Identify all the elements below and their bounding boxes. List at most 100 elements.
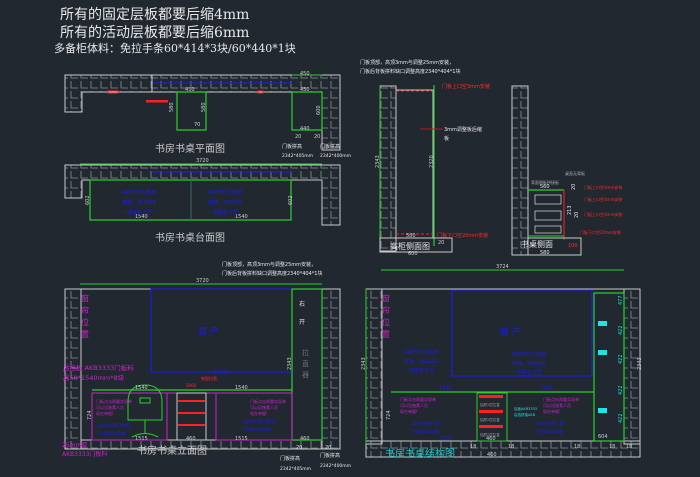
desk-side-plinth <box>527 237 582 256</box>
struct-drawer-red-2 <box>479 410 503 413</box>
desk-dim-580: 580 <box>540 250 550 256</box>
elev-drawer-note-1: 10mm厚门板料 <box>98 422 131 429</box>
tall-top-note-2: 门板后背板拼料缺口调整高度2340*404*1块 <box>360 68 460 75</box>
chair-icon <box>127 384 163 438</box>
top-dim-602b: 602 <box>288 195 294 205</box>
elev-drawer-red-2 <box>178 412 205 414</box>
top-left-note-2: 拼接，无LOGO <box>122 199 156 206</box>
desk-note-1: 背面侧板拼接板 <box>531 179 559 185</box>
elev-dim-1515b: 1515 <box>235 436 248 442</box>
desk-note-4: 门板上口空3mm安装 <box>584 211 622 217</box>
struct-window <box>451 289 593 377</box>
struct-dim-18c: 18 <box>574 444 580 450</box>
struct-left-note-2: 拼接，无LOGO <box>404 358 438 365</box>
tall-dim-2343: 2343 <box>375 155 381 168</box>
struct-drawer-red-3 <box>479 425 503 428</box>
plan-dim-20b: 20 <box>314 134 320 140</box>
plan-dim-600: 600 <box>316 105 322 115</box>
tall-side-wall <box>379 85 397 252</box>
elev-curtain-2: 帘 <box>81 305 89 315</box>
elev-door-size-2: 2342*400mm <box>320 463 351 469</box>
elev-dim-1515a: 1515 <box>135 436 148 442</box>
desk-dim-20: 20 <box>571 184 577 190</box>
plan-drawer-unit <box>176 91 207 131</box>
desk-note-3: 门板上口空3mm安装 <box>584 196 622 202</box>
elev-drawer-note-5: 3060 <box>186 383 197 388</box>
tall-dim-20: 20 <box>438 240 444 246</box>
struct-cabinet-note-1: 门板点击两重实现单 <box>400 396 436 402</box>
struct-drawer-unit <box>476 392 508 442</box>
plan-door-label-2: 门板拼高 <box>320 143 340 150</box>
elev-dim-2090: 2090 <box>214 370 227 376</box>
elev-dim-20a: 20 <box>296 445 302 451</box>
top-dim-1540b: 1540 <box>235 214 248 220</box>
desk-drawer-2 <box>534 210 562 221</box>
elev-dim-724: 724 <box>87 410 93 420</box>
elev-dim-20b: 20 <box>325 445 331 451</box>
plan-dim-580a: 580 <box>169 102 175 112</box>
elevation-view: 门板顶部，高顶3mm与调整25mm安装， 门板后背板拼料缺口调整高度2340*4… <box>62 261 351 472</box>
tall-side-body <box>395 89 434 239</box>
struct-dim-422a: 422 <box>618 325 624 335</box>
elev-side-label-straightener: 拉 <box>302 348 309 357</box>
elev-drawer-red-1 <box>178 400 205 402</box>
plan-dim-450c: 450 <box>300 87 310 93</box>
elev-side-label-open: 开 <box>299 319 305 326</box>
elev-door-label-2: 门板拼高 <box>320 452 340 459</box>
tall-side-title: 高柜侧面图 <box>390 241 430 251</box>
desk-dim-100: 100 <box>568 243 578 249</box>
plan-dim-450a: 450 <box>185 87 195 93</box>
elev-side-label-straightener-2: 直 <box>302 359 309 368</box>
elev-drawer-note-3: 抽屉拉直 <box>201 375 217 381</box>
tall-dim-580: 580 <box>406 233 416 239</box>
elev-base-note-2: AKB3333门板料 <box>62 450 107 458</box>
top-dim-1540a: 1540 <box>135 214 148 220</box>
struct-blue-note-1: 10mm厚门板 <box>412 420 440 427</box>
elev-door-size-1: 2342*405mm <box>280 466 311 472</box>
struct-left-note-3: 一块拼台工艺 <box>404 367 434 374</box>
elev-drawer-note-r1: 10mm厚门板料 <box>243 418 276 425</box>
elev-drawer-red-3 <box>178 424 205 426</box>
elev-back-panel-2: 高58*1540mm*8块 <box>63 373 125 382</box>
elev-curtain-3: 位 <box>81 317 89 327</box>
top-right-note-2: 拼接，无LOGO <box>208 199 242 206</box>
struct-dim-1540a: 1540 <box>439 386 452 392</box>
elev-cabinet-note-r2: 可以设施素人员 <box>250 404 278 410</box>
elev-top-note-1: 门板顶部，高顶3mm与调整25mm安装， <box>222 261 316 268</box>
struct-right-note-3: 一块拼台工艺 <box>512 369 542 376</box>
desk-dim-213: 213 <box>567 205 573 215</box>
tall-shelf-note-2: 板 <box>444 135 449 142</box>
elev-window-label: 窗 户 <box>198 325 219 337</box>
plan-view: 450 580 580 70 450 450 600 440 20 20 门板拼… <box>64 71 351 159</box>
struct-left-note-1: AKB330门板料 <box>404 349 439 356</box>
elev-dim-1540a: 1540 <box>135 385 148 391</box>
elev-tall-cabinet <box>291 288 323 441</box>
elev-dim-1540b: 1540 <box>235 385 248 391</box>
top-title: 书房书桌台面图 <box>155 231 225 244</box>
plan-red-mark <box>146 100 168 103</box>
top-overall-dim-text: 3720 <box>196 158 209 164</box>
struct-dim-1515: 1515 <box>440 436 453 442</box>
top-view: 3720 1540 1540 602 602 AKB330门板料 拼接，无LOG… <box>64 158 341 244</box>
top-left-note-3: 一块拼台工艺 <box>122 209 152 216</box>
note-movable-shelves: 所有的活动层板都要后缩6mm <box>60 25 250 41</box>
plan-red-mark-3 <box>257 90 264 94</box>
top-dim-602a: 602 <box>85 195 91 205</box>
tall-dim-600: 600 <box>408 251 418 257</box>
elev-drawer-note-2: TAKB3341板 <box>97 430 126 437</box>
elev-curtain-1: 窗 <box>81 293 89 303</box>
tall-top-note-1: 门板顶部，高顶3mm与调整25mm安装， <box>360 59 454 66</box>
struct-dim-18b: 18 <box>508 444 514 450</box>
struct-curtain-1: 窗 <box>382 293 390 303</box>
struct-dim-2343a: 2343 <box>361 357 367 370</box>
plan-dim-580b: 580 <box>201 102 207 112</box>
plan-title: 书房书桌平面图 <box>155 142 225 155</box>
plan-door-label-1: 门板拼高 <box>282 143 302 150</box>
desk-note-0: 桌面无背板 <box>565 170 585 176</box>
struct-blue-note-2: TAKB3341板 <box>411 428 440 435</box>
struct-drawer-label-2: 抽屉2层拉直 <box>480 417 500 422</box>
desk-note-2: 门板上口空3mm安装 <box>584 184 622 190</box>
note-fixed-shelves: 所有的固定层板都要后缩4mm <box>60 7 250 23</box>
struct-curtain-3: 位 <box>382 317 390 327</box>
elev-top-note-2: 门板后背板拼料缺口调整高度2340*404*1块 <box>222 270 322 277</box>
